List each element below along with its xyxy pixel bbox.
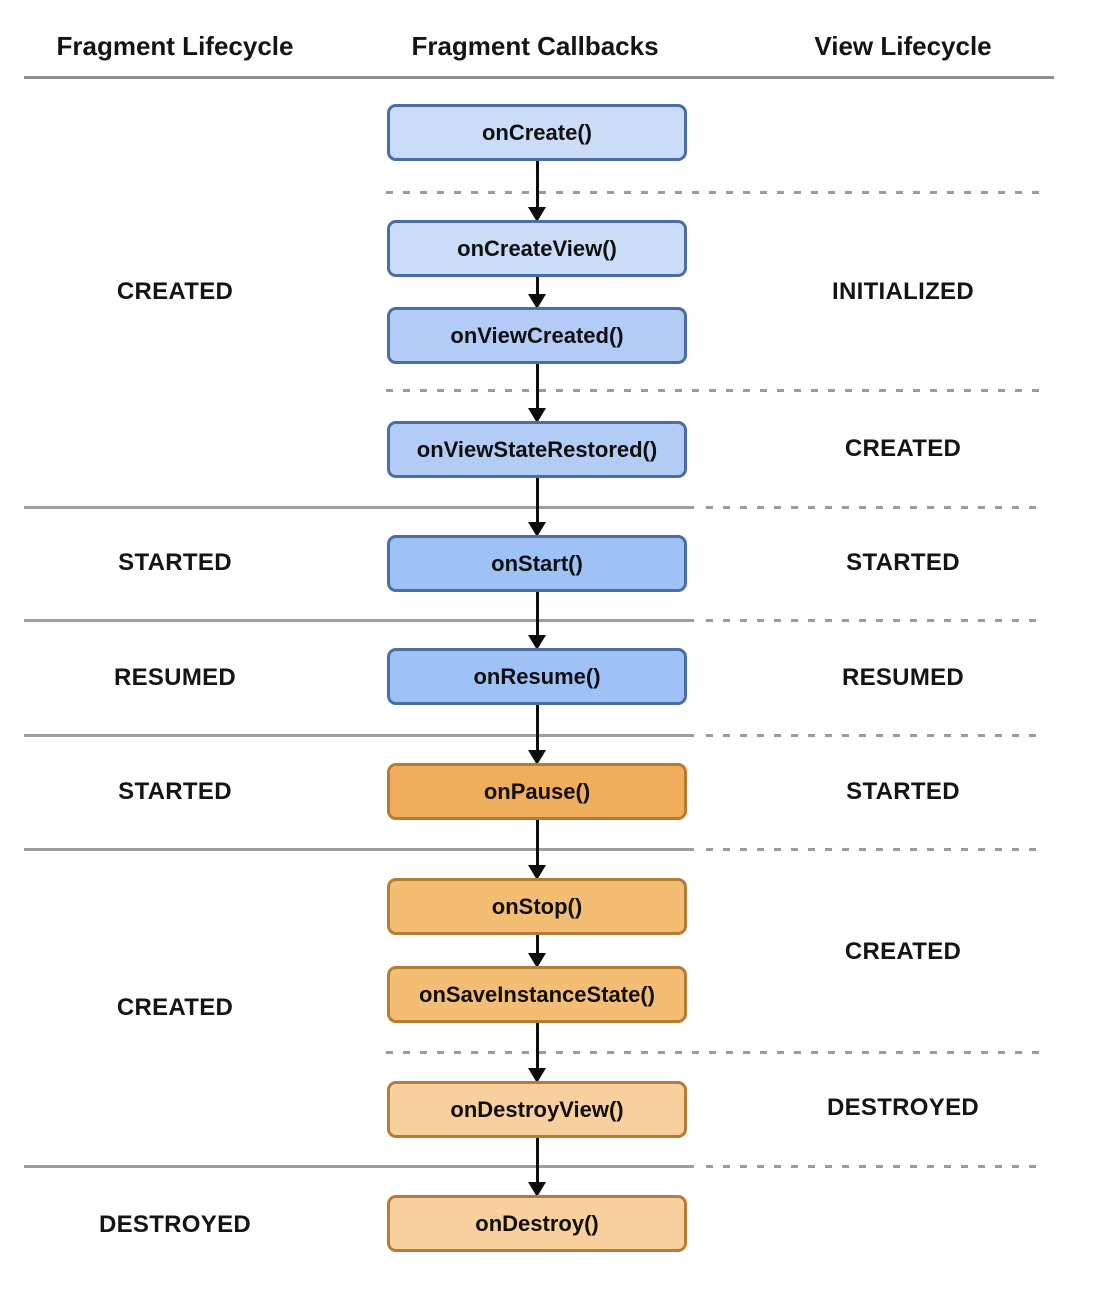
header-rule — [24, 76, 1054, 79]
flow-arrow-line — [535, 477, 539, 526]
divider-solid-line — [24, 734, 694, 737]
flow-arrow-line — [535, 934, 539, 957]
arrow-head-down-icon — [528, 635, 546, 650]
arrow-head-down-icon — [528, 750, 546, 765]
flow-arrow-line — [535, 363, 539, 412]
callback-box-label: onDestroy() — [475, 1210, 599, 1236]
divider-solid-line — [24, 506, 694, 509]
fragment-lifecycle-state-started-1: STARTED — [118, 549, 232, 576]
fragment-lifecycle-state-started-3: STARTED — [118, 778, 232, 805]
flow-arrow-line — [535, 276, 539, 298]
divider-dashed-line — [706, 848, 1046, 851]
divider-solid-line — [24, 848, 694, 851]
callback-box-oncreateview: onCreateView() — [387, 220, 687, 277]
arrow-head-down-icon — [528, 294, 546, 309]
flow-arrow-line — [535, 1022, 539, 1072]
divider-dashed-line — [386, 191, 1046, 194]
callback-box-label: onSaveInstanceState() — [419, 981, 655, 1007]
callback-box-onpause: onPause() — [387, 763, 687, 820]
divider-dashed-line — [386, 389, 1046, 392]
flow-arrow-line — [535, 704, 539, 754]
fragment-lifecycle-state-created-0: CREATED — [116, 278, 234, 305]
column-header-fragment-callbacks: Fragment Callbacks — [411, 31, 659, 61]
view-lifecycle-state-created-5: CREATED — [844, 938, 962, 965]
flow-arrow-line — [535, 591, 539, 639]
callback-box-label: onStart() — [491, 550, 583, 576]
callback-box-ondestroyview: onDestroyView() — [387, 1081, 687, 1138]
flow-arrow-line — [535, 1137, 539, 1186]
arrow-head-down-icon — [528, 207, 546, 222]
view-lifecycle-state-started-2: STARTED — [846, 549, 960, 576]
fragment-lifecycle-state-destroyed-5: DESTROYED — [98, 1211, 252, 1238]
callback-box-label: onCreateView() — [457, 235, 617, 261]
arrow-head-down-icon — [528, 1182, 546, 1197]
callback-box-onstop: onStop() — [387, 878, 687, 935]
divider-dashed-line — [386, 1051, 1046, 1054]
divider-solid-line — [24, 619, 694, 622]
fragment-lifecycle-state-resumed-2: RESUMED — [113, 664, 237, 691]
divider-dashed-line — [706, 734, 1046, 737]
callback-box-label: onResume() — [473, 663, 601, 689]
divider-dashed-line — [706, 619, 1046, 622]
callback-box-onviewcreated: onViewCreated() — [387, 307, 687, 364]
view-lifecycle-state-destroyed-6: DESTROYED — [826, 1094, 980, 1121]
arrow-head-down-icon — [528, 953, 546, 968]
callback-box-label: onCreate() — [481, 119, 592, 145]
callback-box-onstart: onStart() — [387, 535, 687, 592]
flow-arrow-line — [535, 819, 539, 869]
arrow-head-down-icon — [528, 865, 546, 880]
arrow-head-down-icon — [528, 408, 546, 423]
callback-box-onresume: onResume() — [387, 648, 687, 705]
callback-box-label: onDestroyView() — [450, 1096, 624, 1122]
arrow-head-down-icon — [528, 522, 546, 537]
callback-box-label: onViewCreated() — [450, 322, 624, 348]
view-lifecycle-state-resumed-3: RESUMED — [841, 664, 965, 691]
view-lifecycle-state-started-4: STARTED — [846, 778, 960, 805]
arrow-head-down-icon — [528, 1068, 546, 1083]
callback-box-onviewstaterestored: onViewStateRestored() — [387, 421, 687, 478]
callback-box-ondestroy: onDestroy() — [387, 1195, 687, 1252]
fragment-lifecycle-state-created-4: CREATED — [116, 994, 234, 1021]
column-header-fragment-lifecycle: Fragment Lifecycle — [56, 31, 294, 61]
column-header-view-lifecycle: View Lifecycle — [814, 31, 992, 61]
callback-box-label: onPause() — [483, 778, 591, 804]
view-lifecycle-state-created-1: CREATED — [844, 435, 962, 462]
callback-box-oncreate: onCreate() — [387, 104, 687, 161]
divider-solid-line — [24, 1165, 694, 1168]
view-lifecycle-state-initialized-0: INITIALIZED — [832, 278, 974, 305]
callback-box-label: onStop() — [491, 893, 583, 919]
divider-dashed-line — [706, 1165, 1046, 1168]
divider-dashed-line — [706, 506, 1046, 509]
callback-box-onsaveinstancestate: onSaveInstanceState() — [387, 966, 687, 1023]
flow-arrow-line — [535, 160, 539, 211]
callback-box-label: onViewStateRestored() — [416, 436, 658, 462]
